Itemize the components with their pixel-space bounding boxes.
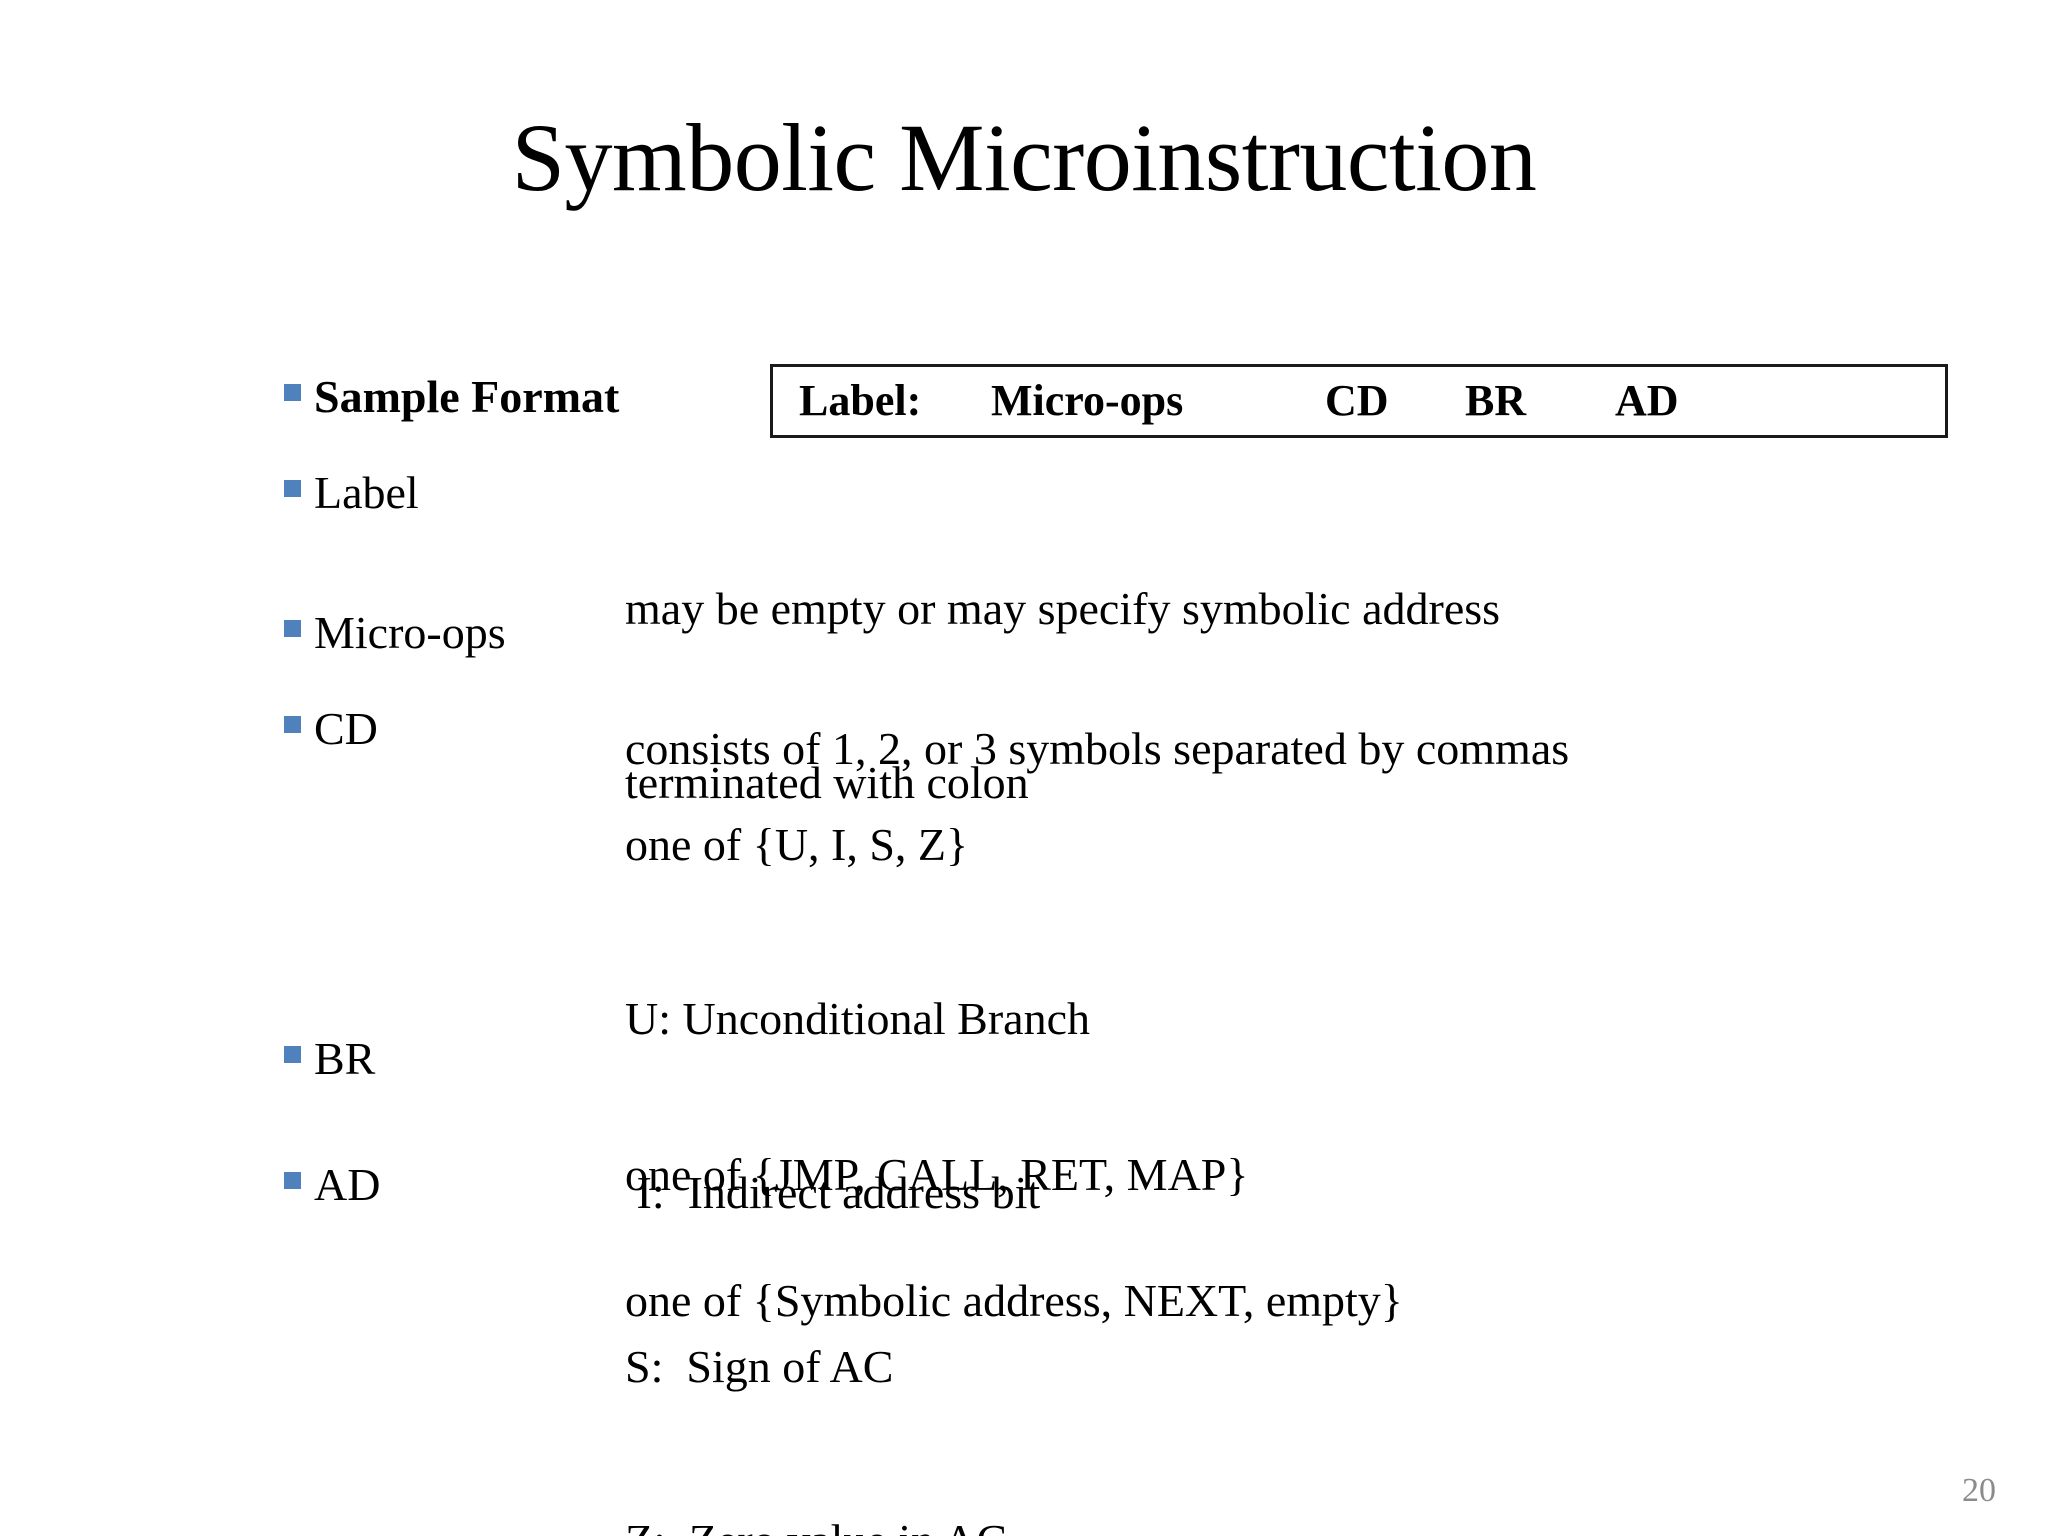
desc-br: one of {JMP, CALL, RET, MAP} [625,1030,1248,1320]
desc-line: may be empty or may specify symbolic add… [625,583,1501,634]
desc-line: one of {U, I, S, Z} [625,819,969,870]
desc-cd: one of {U, I, S, Z} U: Unconditional Bra… [625,700,1090,1536]
square-bullet-icon [284,480,301,497]
bullet-row-label: Label may be empty or may specify symbol… [284,464,2004,808]
bullet-row-micro-ops: Micro-ops consists of 1, 2, or 3 symbols… [284,604,2004,774]
desc-line: terminated with colon [625,757,1029,808]
bullet-row-ad: AD one of {Symbolic address, NEXT, empty… [284,1156,2004,1326]
square-bullet-icon [284,716,301,733]
desc-label: may be empty or may specify symbolic add… [625,464,1500,928]
desc-line: one of {Symbolic address, NEXT, empty} [625,1275,1403,1326]
term-micro-ops: Micro-ops [314,607,506,658]
square-bullet-icon [284,384,301,401]
desc-line: one of {JMP, CALL, RET, MAP} [625,1149,1249,1200]
page-title: Symbolic Microinstruction [511,104,1537,211]
bullet-row-cd: CD one of {U, I, S, Z} U: Unconditional … [284,700,2004,1536]
term-br: BR [314,1033,376,1084]
term-label: Label [314,467,419,518]
square-bullet-icon [284,1172,301,1189]
term-sample-format: Sample Format [314,371,620,422]
format-column-ad: AD [1615,376,1679,425]
format-column-label: Label: [799,376,922,425]
format-column-cd: CD [1325,376,1389,425]
bullet-row-sample-format: Sample Format Label: Micro-ops CD BR AD [284,364,2004,464]
square-bullet-icon [284,620,301,637]
desc-line: consists of 1, 2, or 3 symbols separated… [625,723,1570,774]
desc-line: S: Sign of AC [625,1341,894,1392]
desc-ad: one of {Symbolic address, NEXT, empty} [625,1156,1403,1446]
content-body: Sample Format Label: Micro-ops CD BR AD … [284,364,2004,1536]
desc-line: U: Unconditional Branch [625,993,1091,1044]
page-number: 20 [1962,1472,1996,1509]
format-column-br: BR [1465,376,1527,425]
bullet-row-br: BR one of {JMP, CALL, RET, MAP} [284,1030,2004,1200]
term-cd: CD [314,703,378,754]
desc-line: Z: Zero value in AC [625,1512,1090,1536]
format-column-micro-ops: Micro-ops [991,376,1184,425]
square-bullet-icon [284,1046,301,1063]
desc-micro-ops: consists of 1, 2, or 3 symbols separated… [625,604,1569,894]
sample-format-box: Label: Micro-ops CD BR AD [770,364,1948,438]
term-ad: AD [314,1159,381,1210]
desc-line: I: Indirect address bit [625,1167,1041,1218]
